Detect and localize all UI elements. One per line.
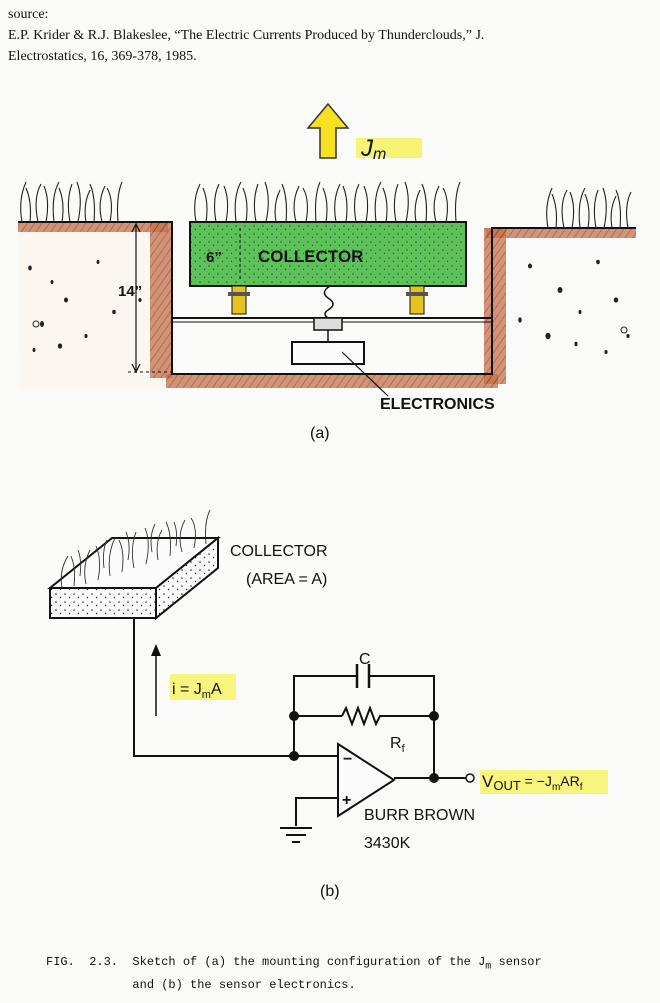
ground-icon — [280, 827, 312, 843]
collector-label-b: COLLECTOR — [230, 543, 328, 560]
panel-a: Jm — [18, 102, 636, 442]
soil-right — [484, 228, 636, 384]
electronics-box — [291, 341, 365, 365]
electronics-leader — [341, 351, 389, 397]
grass-right — [546, 187, 632, 229]
soil-bottom — [166, 374, 498, 388]
source-label: source: — [8, 7, 49, 22]
output-terminal — [465, 773, 475, 783]
soil-pebbles — [28, 259, 630, 354]
grass-left — [20, 181, 123, 223]
caption-line-1-text: Sketch of (a) the mounting configuration… — [132, 955, 486, 969]
soil-left — [18, 222, 190, 388]
current-arrow-icon — [306, 102, 350, 159]
panel-b-label: (b) — [320, 883, 340, 900]
current-arrow-icon — [151, 644, 161, 656]
panel-b: COLLECTOR (AREA = A) i = JmA C Rf — [47, 509, 608, 900]
capacitor-label: C — [359, 651, 371, 668]
connector — [313, 317, 343, 331]
panel-a-label: (a) — [310, 425, 330, 442]
resistor-label: Rf — [390, 735, 406, 755]
opamp-minus: − — [343, 751, 352, 768]
feedback-network — [293, 675, 435, 778]
caption-fig-number: FIG. 2.3. — [46, 955, 119, 969]
jm-label: Jm — [360, 135, 386, 163]
signal-wire — [323, 285, 334, 319]
junction-dots — [289, 711, 439, 783]
pit-outline — [18, 221, 636, 375]
opamp-name-2: 3430K — [364, 835, 411, 852]
collector-3d — [47, 509, 221, 621]
opamp-plus: + — [342, 792, 351, 809]
current-label: i = JmA — [172, 681, 222, 701]
caption-line-1-tail: sensor — [491, 955, 542, 969]
current-highlight — [170, 674, 236, 700]
vout-label: VOUT = −JmARf — [482, 772, 583, 793]
source-line-1: E.P. Krider & R.J. Blakeslee, “The Elect… — [8, 28, 485, 43]
area-label: (AREA = A) — [246, 571, 327, 588]
electronics-label: ELECTRONICS — [380, 396, 495, 413]
grass-collector — [194, 181, 461, 223]
figure-caption: FIG. 2.3. Sketch of (a) the mounting con… — [46, 953, 658, 994]
ground-wire — [295, 797, 338, 826]
source-citation: source: E.P. Krider & R.J. Blakeslee, “T… — [8, 4, 648, 67]
vout-highlight — [480, 770, 608, 794]
depth-label: 14” — [118, 283, 142, 300]
caption-line-1: FIG. 2.3. Sketch of (a) the mounting con… — [46, 953, 658, 976]
capacitor-icon — [355, 664, 371, 688]
opamp-icon — [337, 742, 396, 818]
jm-highlight — [356, 138, 422, 158]
caption-line-2-text: and (b) the sensor electronics. — [132, 978, 356, 993]
caption-line-1-sub: m — [485, 961, 492, 973]
collector-label-a: COLLECTOR — [258, 247, 363, 266]
collector-legs — [228, 285, 428, 315]
caption-line-2: and (b) the sensor electronics. — [46, 976, 658, 994]
opamp-name-1: BURR BROWN — [364, 807, 475, 824]
thickness-label: 6” — [206, 249, 222, 266]
input-wire — [133, 618, 340, 757]
source-line-2: Electrostatics, 16, 369-378, 1985. — [8, 49, 197, 64]
resistor-icon — [341, 705, 384, 727]
